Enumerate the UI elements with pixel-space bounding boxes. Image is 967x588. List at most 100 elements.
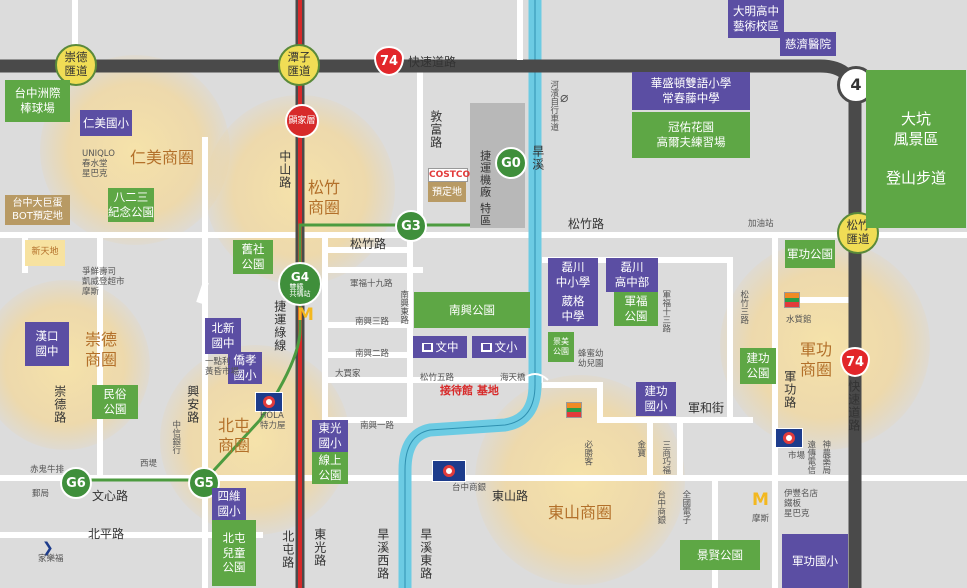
label-metro-line: 捷運綠線	[272, 300, 287, 352]
park-ballpark: 台中洲際 棒球場	[5, 80, 70, 122]
metro-station-g5: G5	[188, 467, 220, 499]
road-beiping: 北平路	[88, 527, 125, 541]
school-wenxiao: 文小	[472, 336, 526, 358]
park-beitun-children: 北屯 兒童 公園	[212, 520, 256, 586]
district-renmei: 仁美商圈	[130, 148, 195, 167]
label-dafu: 大買家	[335, 369, 361, 379]
highway-shield-icon-2: 74	[840, 347, 870, 377]
park-jiangong: 建功 公園	[740, 348, 776, 384]
highway-shield-number: 74	[379, 53, 399, 69]
mcdonalds-icon: M	[297, 305, 314, 325]
road-songzhu: 松竹路	[568, 217, 605, 231]
costco-site: 預定地	[428, 182, 466, 202]
road-junfu13: 軍福十三路	[660, 290, 671, 333]
label-yifeng: 伊豐名店 鐵板 星巴克	[784, 489, 819, 519]
school-washington: 華盛頓雙語小學 常春藤中學	[632, 72, 750, 110]
road-hanxi-east: 旱溪東路	[418, 528, 433, 580]
road-songzhu-west: 松竹路	[350, 237, 387, 251]
district-chongde: 崇德 商圈	[85, 330, 118, 369]
road-wenxin: 文心路	[92, 489, 129, 503]
glow-renmei	[40, 55, 230, 245]
school-qiaoxiao: 僑孝 國小	[228, 352, 262, 384]
road-dunfu: 敦富路	[428, 110, 443, 149]
badge-songzhu-ramp: 松竹 匯道	[837, 212, 879, 254]
school-leichuan-high: 磊川 高中部	[606, 258, 658, 292]
road-junhe: 軍和街	[688, 401, 725, 415]
metro-station-g3: G3	[395, 210, 427, 242]
carrefour-icon: ❯	[42, 540, 54, 556]
school-daming-high: 大明高中 藝術校區	[728, 0, 784, 38]
road-songzhu3: 松竹三路	[738, 290, 749, 324]
school-jungong: 軍功國小	[782, 534, 848, 588]
district-jungong: 軍功 商圈	[800, 340, 833, 379]
label-uniqlo: UNIQLO 春水堂 星巴克	[82, 149, 115, 179]
metro-station-g0: G0	[495, 147, 527, 179]
label-hola: HOLA 特力屋	[260, 411, 286, 431]
park-junfu: 軍福 公園	[614, 292, 658, 326]
road-nanxing1: 南興一路	[360, 421, 395, 431]
metro-station-g6: G6	[60, 467, 92, 499]
g4-id: G4	[290, 270, 310, 284]
label-metro-depot: 捷運機廠 特區	[478, 150, 492, 227]
label-carrefour: 家樂福	[38, 554, 64, 564]
glow-chongde	[0, 280, 150, 450]
district-songzhu: 松竹 商圈	[308, 178, 341, 217]
wenxiao-label: 文小	[494, 340, 518, 354]
river	[398, 0, 542, 588]
costco-label: COSTCO	[429, 170, 471, 180]
road-nanxing3: 南興三路	[355, 317, 390, 327]
road-hanxi-west: 旱溪西路	[375, 528, 390, 580]
route4-number: 4	[850, 75, 862, 95]
park-guanyou: 冠佑花園 高爾夫練習場	[632, 112, 750, 158]
label-water: 水質館	[786, 315, 812, 325]
highway-shield-number-2: 74	[845, 354, 865, 370]
label-xidi: 西堤	[140, 459, 158, 469]
road-xingan: 興安路	[185, 385, 200, 424]
7-eleven-icon-2	[784, 292, 800, 308]
road-zhongshan: 中山路	[277, 150, 292, 189]
road-nanxing2: 南興二路	[355, 349, 390, 359]
label-shennong: 神農藥局	[820, 440, 831, 474]
park-jingxian: 景賢公園	[680, 540, 760, 570]
costco-icon: COSTCO	[428, 168, 471, 182]
wenzhong-label: 文中	[435, 340, 459, 354]
label-mos: 摩斯	[752, 514, 770, 524]
road-hanxi: 旱溪	[530, 145, 545, 171]
district-beitun: 北屯 商圈	[218, 416, 251, 455]
road-songzhu5: 松竹五路	[420, 373, 455, 383]
pxmart-icon	[432, 460, 466, 482]
label-kindergarten: 蜂蜜幼 幼兒園	[578, 349, 604, 369]
park-jungong: 軍功公園	[785, 240, 835, 268]
bigdome-bot: 台中大巨蛋 BOT預定地	[5, 195, 70, 225]
road-dongshan: 東山路	[492, 489, 529, 503]
pxmart-icon-2	[775, 428, 803, 448]
school-hankou: 漢口 國中	[25, 322, 69, 366]
label-expressway: 快速道路	[408, 55, 457, 69]
label-bike-path: 河濱自行車道	[548, 80, 559, 131]
park-823: 八二三 紀念公園	[108, 188, 154, 222]
new-landmark: 新天地	[25, 240, 65, 266]
highway-shield-icon: 74	[374, 46, 404, 76]
park-nanxing: 南興公園	[414, 292, 530, 328]
road-chongde: 崇德路	[52, 385, 67, 424]
school-jiangong: 建功 國小	[636, 382, 676, 416]
g4-sub: 雙鐵 共構站	[289, 283, 311, 298]
book-icon-2	[480, 342, 492, 352]
label-evening-market: 一點利 黃昏市場	[205, 357, 240, 377]
label-gas-station: 加油站	[748, 219, 774, 229]
hospital-ciji: 慈濟醫院	[780, 32, 836, 56]
badge-tanzi-ramp: 潭子 匯道	[278, 44, 320, 86]
road-nanxing-east: 南興東路	[398, 290, 409, 324]
school-ruige: 葳格 中學	[548, 292, 598, 326]
park-jiushe: 舊社 公園	[233, 240, 273, 274]
park-minsu: 民俗 公園	[92, 385, 138, 419]
metro-station-g4: G4 雙鐵 共構站	[278, 262, 322, 306]
7-eleven-icon	[566, 402, 582, 418]
bicycle-icon: ⌀	[560, 90, 569, 106]
label-ctbc: 中信銀行	[170, 420, 181, 454]
park-xianglin: 線上 公園	[312, 452, 348, 484]
school-siwei: 四維 國小	[212, 488, 246, 520]
label-far-eastone: 遠傳電信	[805, 440, 816, 474]
road-dongguang: 東光路	[312, 528, 327, 567]
